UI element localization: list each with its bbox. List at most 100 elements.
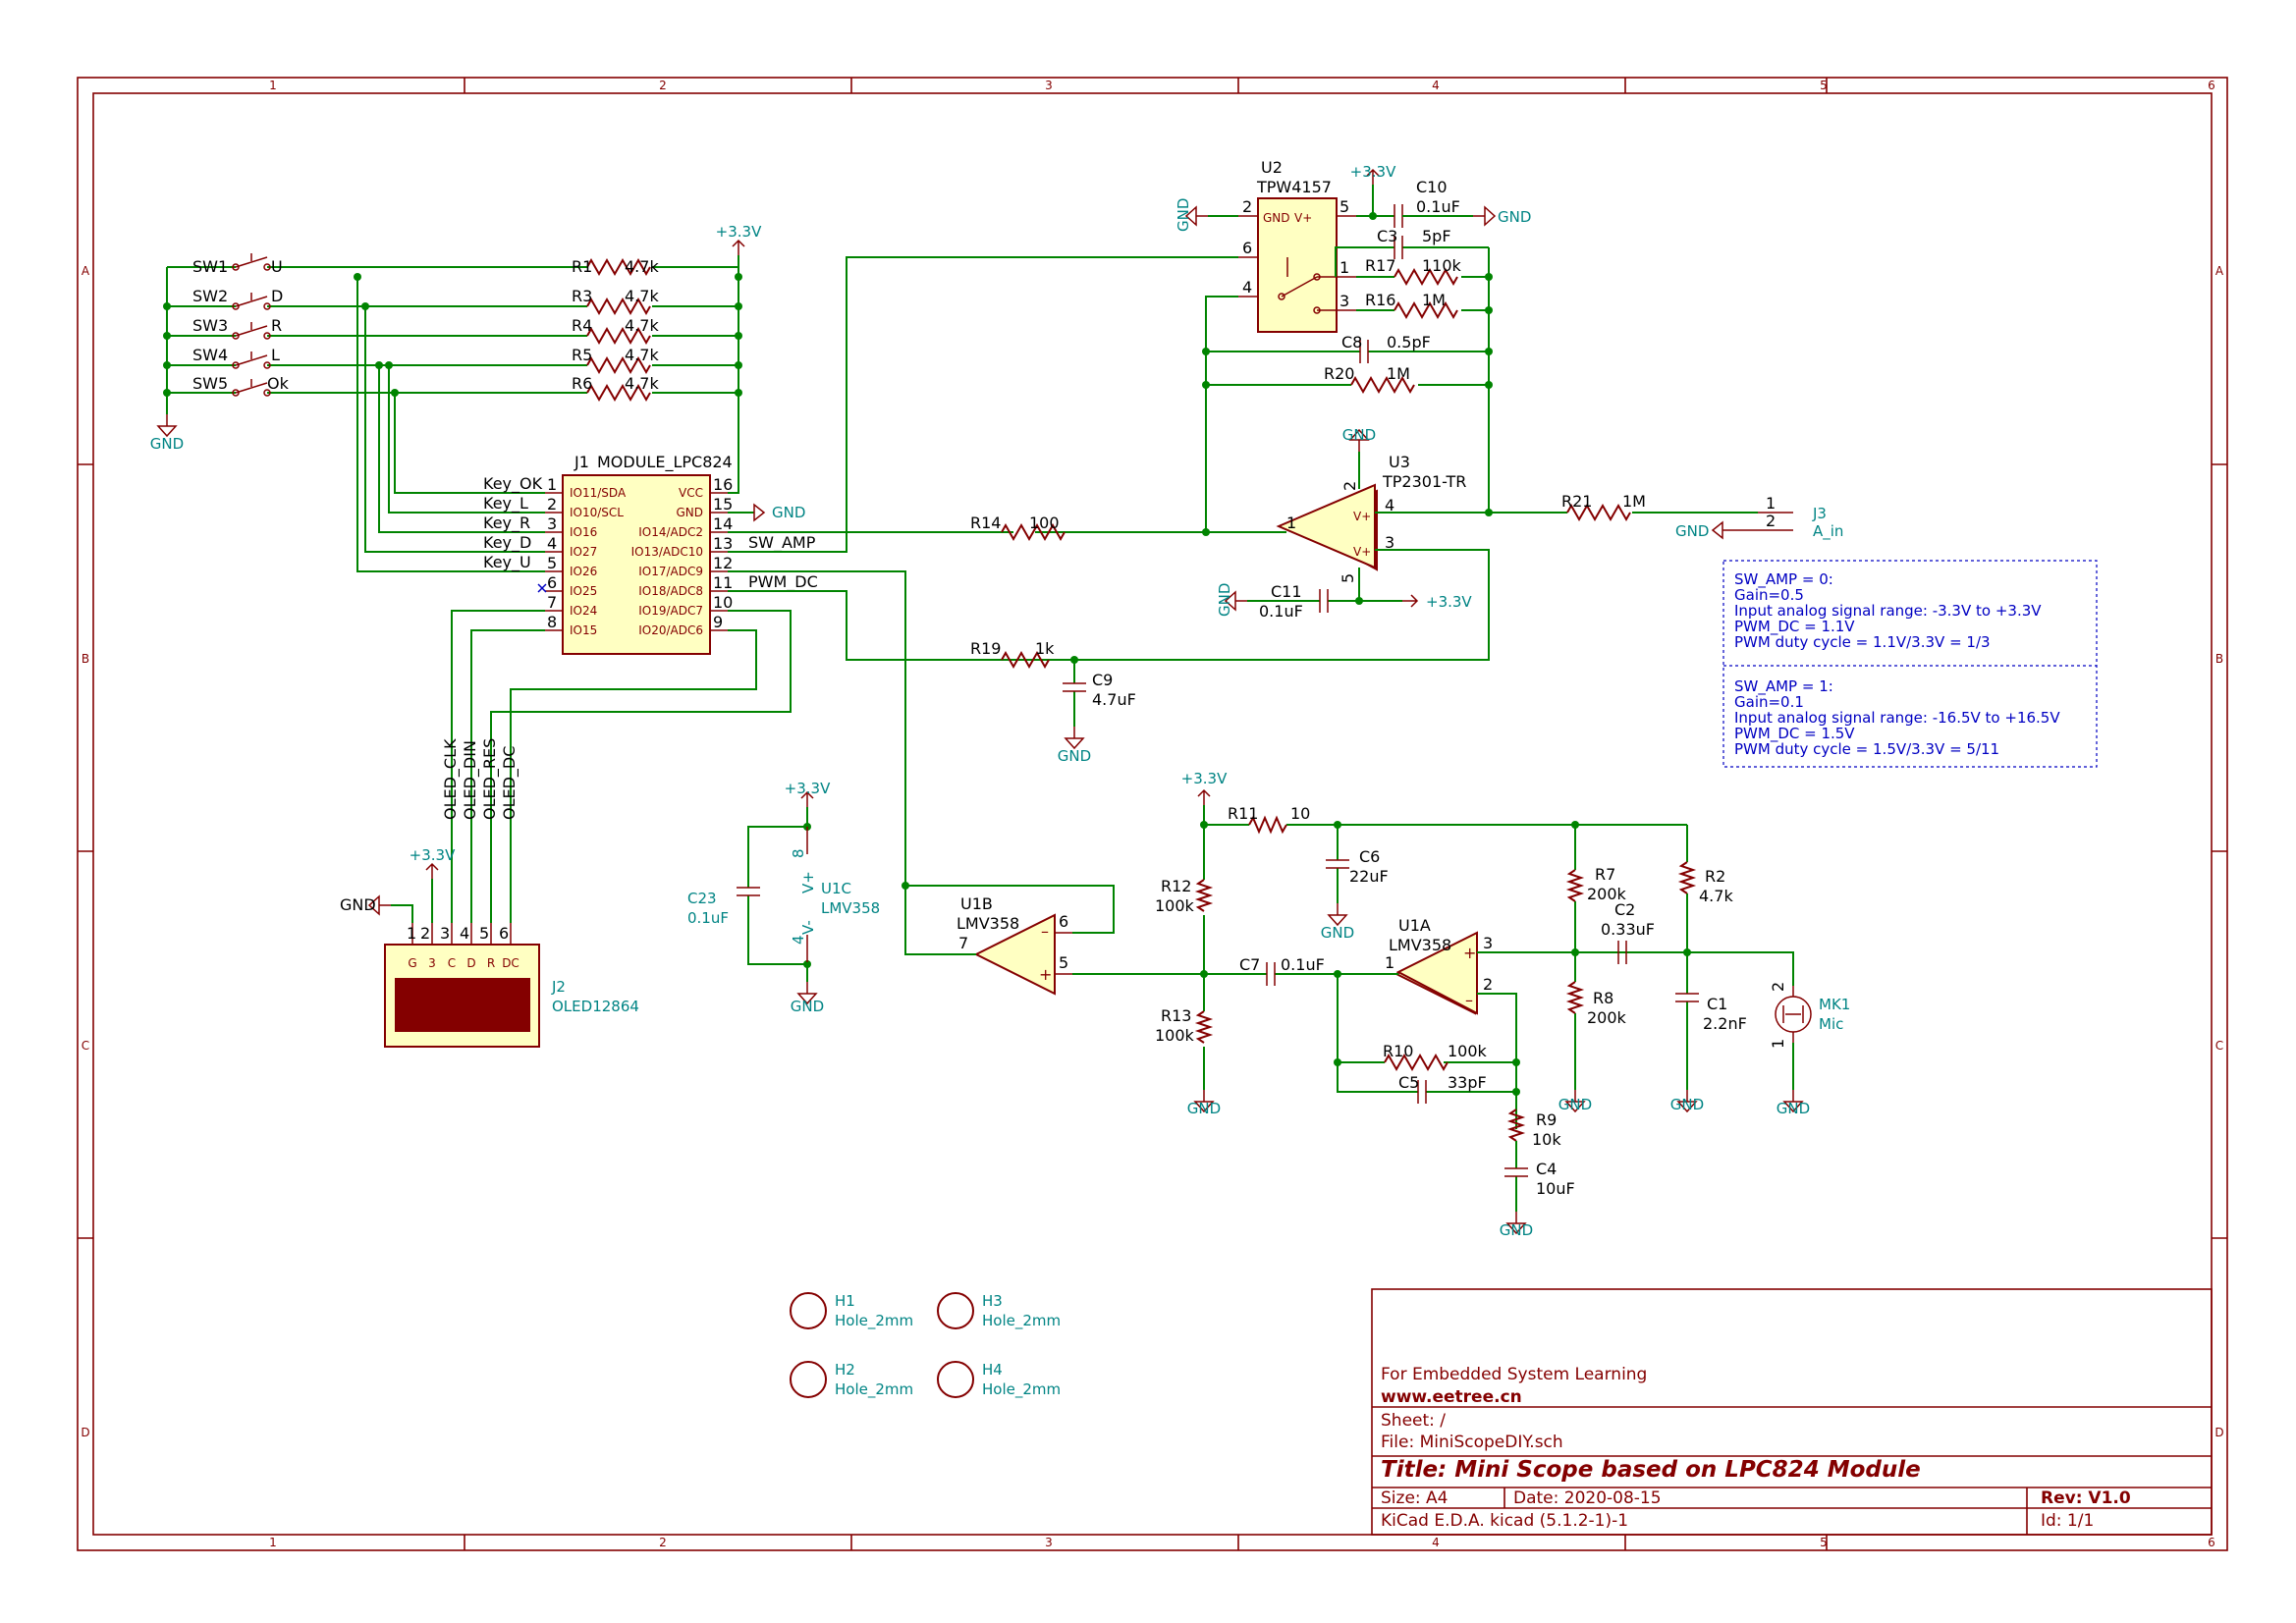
oled-ref: J2 <box>551 978 566 996</box>
u2-value: TPW4157 <box>1256 178 1332 196</box>
r21-ref: R21 <box>1561 492 1592 511</box>
col-label-5-bottom: 5 <box>1820 1536 1828 1549</box>
svg-text:V+: V+ <box>1353 510 1371 523</box>
u2-tpw4157: U2 TPW4157 GND V+ 2 5 6 1 4 3 GND +3.3V … <box>1175 158 1531 532</box>
c10-value: 0.1uF <box>1416 197 1460 216</box>
c1-value: 2.2nF <box>1703 1014 1747 1033</box>
c9-ref: C9 <box>1092 671 1113 689</box>
sw2-key: D <box>271 287 283 305</box>
c3-ref: C3 <box>1377 227 1397 245</box>
hole-h1-value: Hole_2mm <box>835 1312 913 1330</box>
note-2-line-3: Input analog signal range: -16.5V to +16… <box>1734 709 2060 727</box>
gnd-label-c9: GND <box>1058 747 1091 765</box>
c23-value: 0.1uF <box>687 909 729 927</box>
hole-h2-value: Hole_2mm <box>835 1380 913 1399</box>
sw5-ref: SW5 <box>192 374 228 393</box>
j1-pin-num-9: 9 <box>713 613 723 631</box>
vcc-symbol <box>1401 594 1418 608</box>
j1-pin-num-15: 15 <box>713 495 733 514</box>
r9-ref: R9 <box>1536 1110 1557 1129</box>
j1-pin-num-8: 8 <box>547 613 557 631</box>
oled-value: OLED12864 <box>552 998 639 1015</box>
j1-pin-name-12: IO17/ADC9 <box>638 565 703 578</box>
hole-h1-ref: H1 <box>835 1292 855 1310</box>
j1-ref: J1 <box>574 453 589 471</box>
j1-value: MODULE_LPC824 <box>597 453 733 472</box>
c1-ref: C1 <box>1707 995 1727 1013</box>
row-label-a-left: A <box>82 264 90 278</box>
r13-ref: R13 <box>1161 1006 1191 1025</box>
c2-ref: C2 <box>1614 900 1635 919</box>
u1c-power: +3.3V GND 8 4 V+ V- U1C LMV358 C23 0.1uF <box>687 780 880 1015</box>
u2-pin-num-2: 2 <box>1242 197 1252 216</box>
u2-pin-gnd: GND <box>1263 211 1290 225</box>
u3-pin-3: 3 <box>1385 533 1394 552</box>
u3-tp2301: R14 100 1 2 4 3 5 V+ V+ GND U3 TP2301-TR… <box>970 426 1843 765</box>
j1-pin-num-11: 11 <box>713 573 733 592</box>
gnd-label-c10: GND <box>1498 208 1531 226</box>
gnd-label-c1: GND <box>1670 1096 1704 1113</box>
j1-pin-num-2: 2 <box>547 495 557 514</box>
c5-ref: C5 <box>1398 1073 1419 1092</box>
title-block-tool: KiCad E.D.A. kicad (5.1.2-1)-1 <box>1381 1511 1628 1531</box>
u1b-plus: + <box>1039 965 1052 984</box>
oled-net-res: OLED_RES <box>480 738 500 820</box>
r1-ref: R1 <box>572 257 592 276</box>
oled-pin-name-c: C <box>448 956 456 970</box>
oled-net-dc: OLED_DC <box>500 746 519 820</box>
title-block-size: Size: A4 <box>1381 1488 1448 1508</box>
net-sw-amp: SW_AMP <box>748 533 816 553</box>
j3-label-a-in: A_in <box>1813 522 1843 541</box>
j1-pin-name-16: VCC <box>679 486 703 500</box>
oled-pin-name-dc: DC <box>502 956 519 970</box>
oled-net-clk: OLED_CLK <box>441 738 461 820</box>
j1-pin-name-15: GND <box>676 506 703 519</box>
gnd-label-mic: GND <box>1777 1100 1810 1117</box>
oled-display: GND +3.3V G 3 C D R DC 1 2 3 4 5 6 OLED_… <box>340 738 639 1048</box>
net-key-l: Key_L <box>483 494 528 514</box>
u1c-pin-4: 4 <box>790 935 807 945</box>
col-label-2-top: 2 <box>659 79 667 92</box>
j3-pin-1: 1 <box>1766 494 1776 513</box>
gnd-label-u1c: GND <box>791 998 824 1015</box>
u1c-vplus: V+ <box>799 871 817 893</box>
gnd-symbol <box>1328 902 1347 926</box>
u2-pin-num-6: 6 <box>1242 239 1252 257</box>
gnd-label-r8: GND <box>1558 1096 1592 1113</box>
col-label-6-top: 6 <box>2208 79 2215 92</box>
j1-pin-num-7: 7 <box>547 593 557 612</box>
sw4-key: L <box>271 346 280 364</box>
u1c-ref: U1C <box>821 880 851 897</box>
j1-pin-name-6: IO25 <box>570 584 597 598</box>
r6-ref: R6 <box>572 374 592 393</box>
u2-pin-num-3: 3 <box>1339 292 1349 310</box>
net-key-u: Key_U <box>483 553 531 572</box>
gnd-symbol <box>1472 206 1496 226</box>
vcc-symbol <box>1197 789 1211 806</box>
col-label-2-bottom: 2 <box>659 1536 667 1549</box>
r20-value: 1M <box>1387 364 1410 383</box>
r16-value: 1M <box>1422 291 1446 309</box>
r19-value: 1k <box>1035 639 1055 658</box>
u1a-pin-1: 1 <box>1385 953 1394 972</box>
oled-pin-name-g: G <box>408 956 416 970</box>
c2-value: 0.33uF <box>1601 920 1655 939</box>
vcc-label-u3: +3.3V <box>1426 593 1472 611</box>
note-2-line-2: Gain=0.1 <box>1734 693 1804 711</box>
j1-pin-num-5: 5 <box>547 554 557 572</box>
gnd-label-j1: GND <box>772 504 805 521</box>
vcc-symbol <box>425 863 439 880</box>
r12-value: 100k <box>1155 896 1195 915</box>
r7-ref: R7 <box>1595 865 1615 884</box>
mic-ref: MK1 <box>1819 996 1850 1013</box>
row-label-c-left: C <box>82 1039 89 1053</box>
u1c-value: LMV358 <box>821 899 880 917</box>
r2-value: 4.7k <box>1699 887 1733 905</box>
hole-h3-value: Hole_2mm <box>982 1312 1061 1330</box>
gnd-label-c11: GND <box>1216 583 1233 617</box>
r5-value: 4.7k <box>625 346 659 364</box>
u1b-pin-5: 5 <box>1059 953 1068 972</box>
hole-h4-ref: H4 <box>982 1361 1003 1379</box>
j1-pin-name-9: IO20/ADC6 <box>638 623 703 637</box>
j1-pin-name-4: IO27 <box>570 545 597 559</box>
